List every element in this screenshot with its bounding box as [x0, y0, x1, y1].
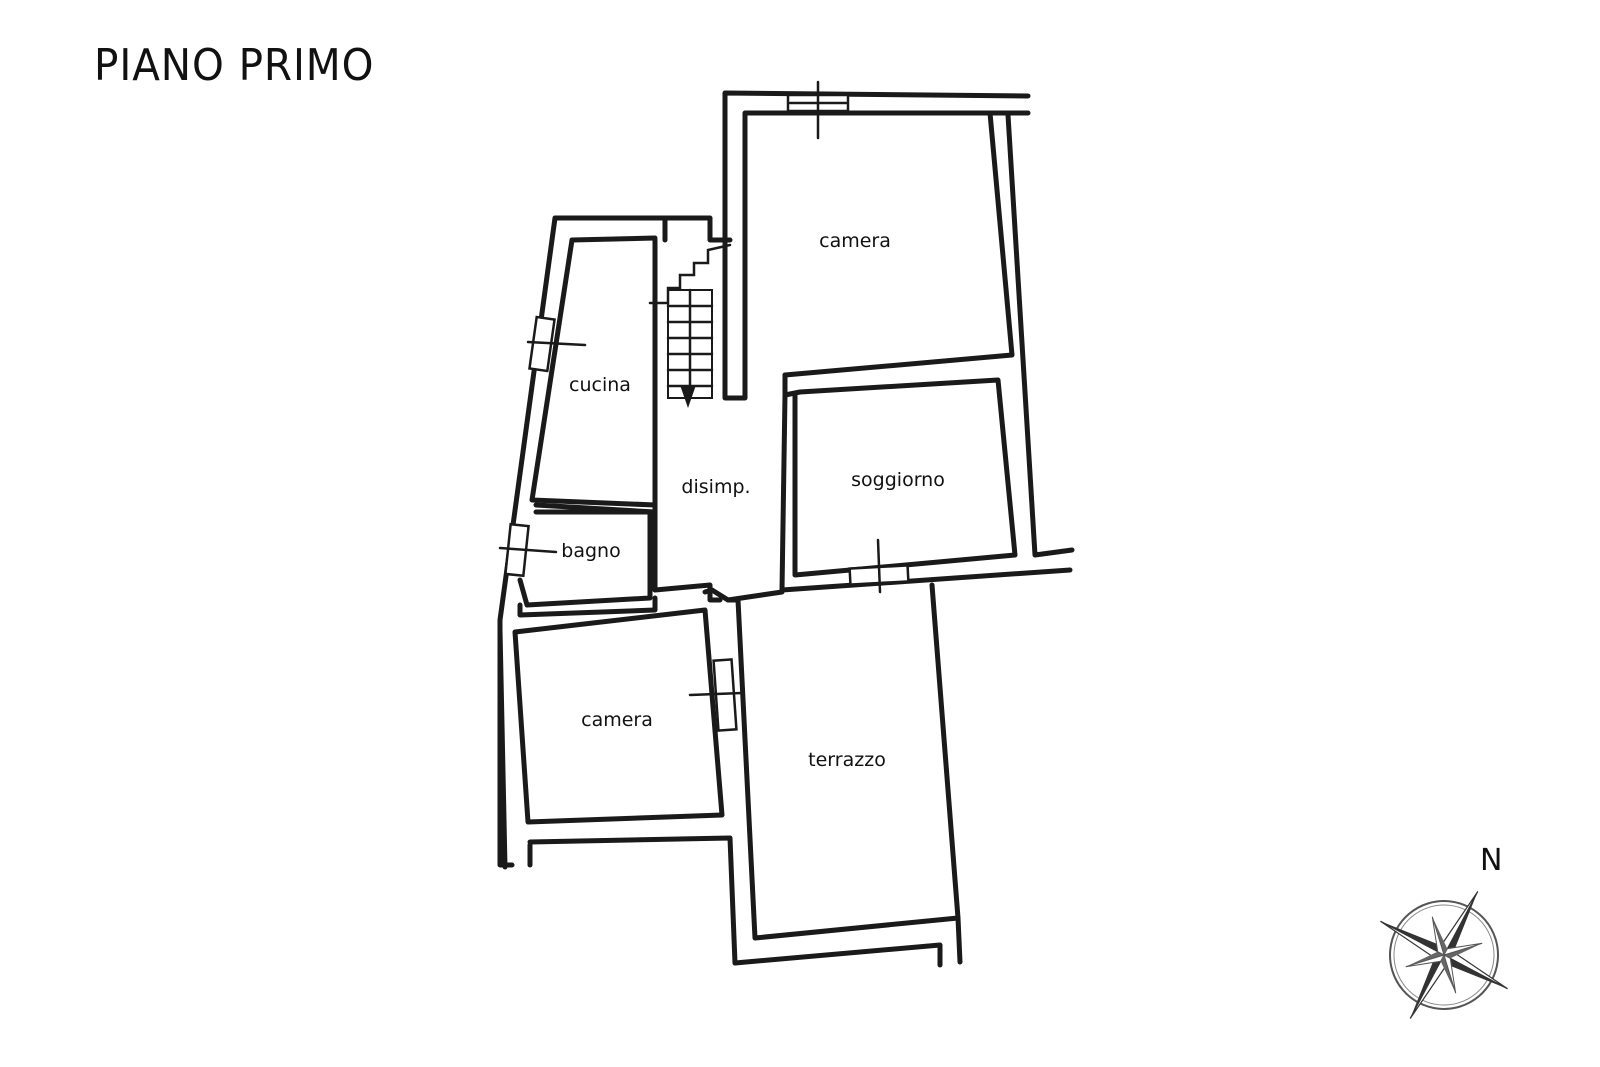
room-label-soggiorno: soggiorno: [851, 469, 945, 491]
room-label-bagno: bagno: [561, 540, 620, 562]
window-bagno: [498, 522, 558, 578]
window-cucina: [526, 315, 587, 373]
window-top: [786, 80, 850, 140]
room-label-camera-bottom: camera: [581, 709, 653, 731]
compass-rose-icon: [1380, 891, 1508, 1019]
room-label-cucina: cucina: [569, 374, 631, 396]
terrazzo-walls: [702, 582, 963, 968]
room-label-terrazzo: terrazzo: [808, 749, 886, 771]
camera-top-walls: [722, 90, 1075, 558]
soggiorno-walls: [779, 372, 1073, 593]
camera-bottom-walls: [497, 595, 738, 966]
staircase: [648, 243, 732, 408]
compass-north-label: N: [1480, 843, 1503, 878]
window-camera-bottom: [688, 658, 744, 732]
window-soggiorno: [848, 538, 910, 594]
room-label-disimpegno: disimp.: [681, 476, 750, 498]
cucina-bagno-walls: [497, 215, 733, 868]
floor-title: PIANO PRIMO: [94, 40, 375, 91]
room-label-camera-top: camera: [819, 230, 891, 252]
